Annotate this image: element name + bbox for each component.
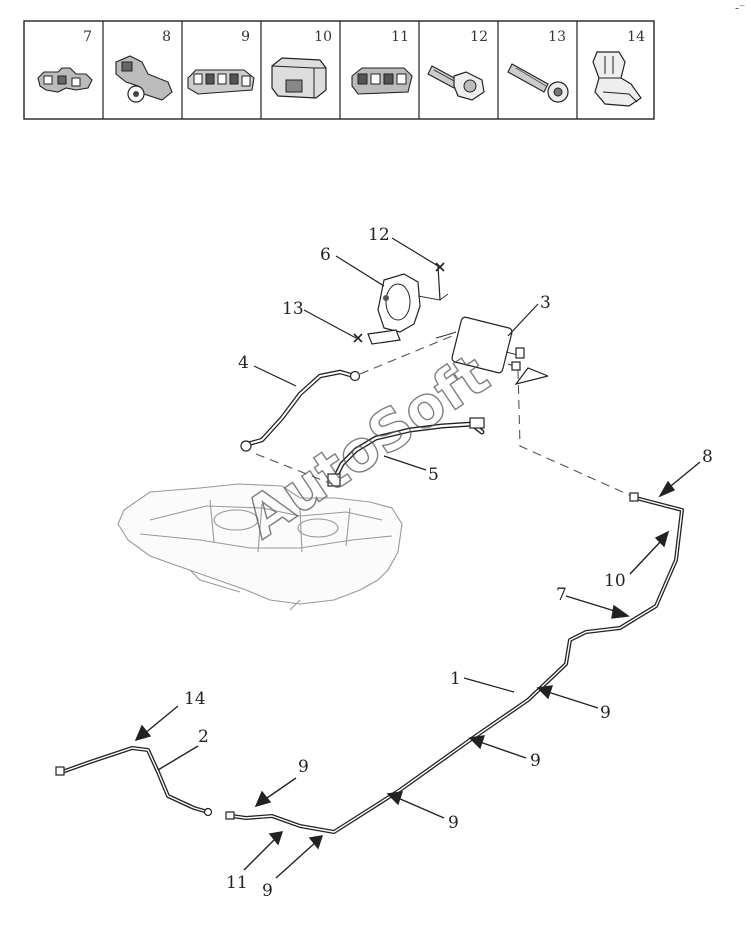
fuel-hose-5 <box>327 417 485 487</box>
connection-dash-lines <box>255 335 637 499</box>
callout-1: 1 <box>450 669 461 689</box>
legend-number-10: 10 <box>314 29 332 45</box>
callout-13: 13 <box>282 299 304 319</box>
legend-number-14: 14 <box>627 29 645 45</box>
callout-12: 12 <box>368 225 390 245</box>
multi-pipe-clip-icon <box>351 67 413 95</box>
callout-5: 5 <box>428 465 439 485</box>
fuel-filter-3 <box>435 316 525 374</box>
legend-number-9: 9 <box>241 29 250 45</box>
parts-legend-strip: 7 8 9 10 11 12 13 14 <box>23 20 655 120</box>
main-fuel-line-1 <box>225 492 684 834</box>
corner-mark: -⁻ <box>735 1 745 15</box>
legend-number-8: 8 <box>162 29 171 45</box>
bolt-icon <box>427 65 485 101</box>
callout-7: 7 <box>556 585 567 605</box>
block-clip-icon <box>271 57 327 99</box>
callout-9-b: 9 <box>530 751 541 771</box>
leader-lines <box>253 237 549 693</box>
long-bolt-icon <box>507 63 569 103</box>
callout-2: 2 <box>198 727 209 747</box>
legend-number-13: 13 <box>548 29 566 45</box>
callout-9-d: 9 <box>298 757 309 777</box>
fuel-hose-4 <box>240 369 361 452</box>
legend-number-7: 7 <box>83 29 92 45</box>
callout-6: 6 <box>320 245 331 265</box>
callout-4: 4 <box>238 353 249 373</box>
callout-labels: 12 6 13 3 4 5 8 10 7 1 9 9 9 9 9 14 2 11 <box>184 225 713 901</box>
spring-clip-icon <box>592 51 642 107</box>
filter-bracket-6 <box>367 273 449 345</box>
fastener-marks <box>353 262 445 343</box>
triple-pipe-clip-icon <box>187 69 255 95</box>
callout-arrows <box>134 461 701 879</box>
callout-9-a: 9 <box>600 703 611 723</box>
callout-10: 10 <box>604 571 626 591</box>
callout-3: 3 <box>540 293 551 313</box>
callout-14: 14 <box>184 689 206 709</box>
fuel-tank <box>117 483 403 611</box>
angled-clip-icon <box>115 55 173 103</box>
fuel-line-2 <box>55 746 213 817</box>
callout-9-c: 9 <box>448 813 459 833</box>
callout-11: 11 <box>226 873 248 893</box>
double-pipe-clip-icon <box>37 67 93 93</box>
callout-9-e: 9 <box>262 881 273 901</box>
legend-number-12: 12 <box>470 29 488 45</box>
callout-8: 8 <box>702 447 713 467</box>
legend-number-11: 11 <box>391 29 409 45</box>
